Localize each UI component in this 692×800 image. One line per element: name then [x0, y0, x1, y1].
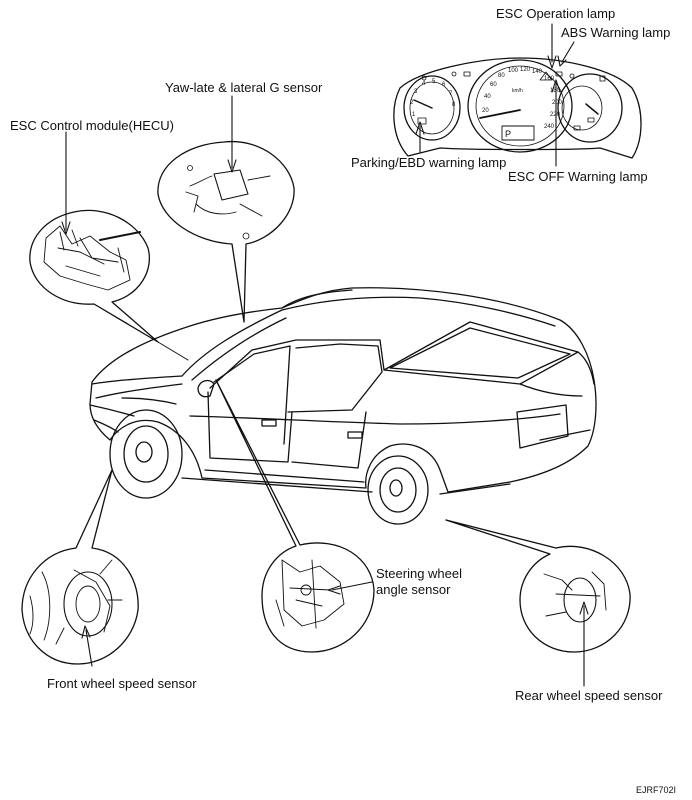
abs-warning-lamp-label: ABS Warning lamp	[561, 25, 671, 40]
gear-indicator: P	[505, 129, 511, 139]
esc-module-callout	[29, 209, 159, 343]
speed-tick: 100	[508, 68, 519, 74]
speed-tick: 160	[544, 76, 555, 82]
parking-ebd-lamp-label: Parking/EBD warning lamp	[351, 155, 507, 170]
steering-sensor-label-line2: angle sensor	[376, 582, 451, 597]
cluster-rpm-scale: 1 2 3 4 5 6 7 8	[410, 79, 456, 118]
rpm-tick: 7	[449, 91, 453, 97]
cluster-speed-scale: 20 40 60 80 100 120 140 160 180 200 220 …	[482, 67, 563, 139]
esc-off-lamp-label: ESC OFF Warning lamp	[508, 169, 648, 184]
speed-tick: 80	[498, 73, 505, 79]
speed-tick: 180	[550, 88, 561, 94]
yaw-sensor-callout	[157, 140, 295, 323]
figure-code: EJRF702I	[636, 785, 677, 795]
rpm-tick: 4	[422, 81, 426, 87]
rpm-tick: 8	[452, 102, 456, 108]
speed-tick: 140	[532, 69, 543, 75]
rpm-tick: 1	[412, 112, 416, 118]
esc-control-module-label: ESC Control module(HECU)	[10, 118, 174, 133]
rpm-tick: 3	[414, 89, 418, 95]
speed-tick: 60	[490, 82, 497, 88]
speed-tick: 220	[550, 112, 561, 118]
steering-sensor-label-line1: Steering wheel	[376, 566, 462, 581]
rear-wheel-sensor-label: Rear wheel speed sensor	[515, 688, 663, 703]
speed-tick: 240	[544, 124, 555, 130]
leader-lines	[61, 23, 589, 687]
rpm-tick: 5	[432, 79, 436, 85]
speed-tick: 200	[552, 100, 563, 106]
steering-sensor-label: Steering wheel angle sensor	[376, 566, 462, 598]
instrument-cluster	[393, 57, 642, 159]
car-illustration	[89, 287, 597, 525]
steering-sensor-callout	[215, 379, 375, 653]
rpm-tick: 2	[410, 100, 414, 106]
front-wheel-sensor-callout	[21, 469, 139, 665]
front-wheel-sensor-label: Front wheel speed sensor	[47, 676, 197, 691]
speed-tick: 20	[482, 108, 489, 114]
yaw-rate-sensor-label: Yaw-late & lateral G sensor	[165, 80, 323, 95]
speed-tick: 40	[484, 94, 491, 100]
rpm-tick: 6	[442, 82, 446, 88]
speed-unit: km/h	[512, 88, 523, 94]
rear-wheel-sensor-callout	[445, 519, 631, 653]
speed-tick: 120	[520, 67, 531, 73]
esc-operation-lamp-label: ESC Operation lamp	[496, 6, 616, 21]
